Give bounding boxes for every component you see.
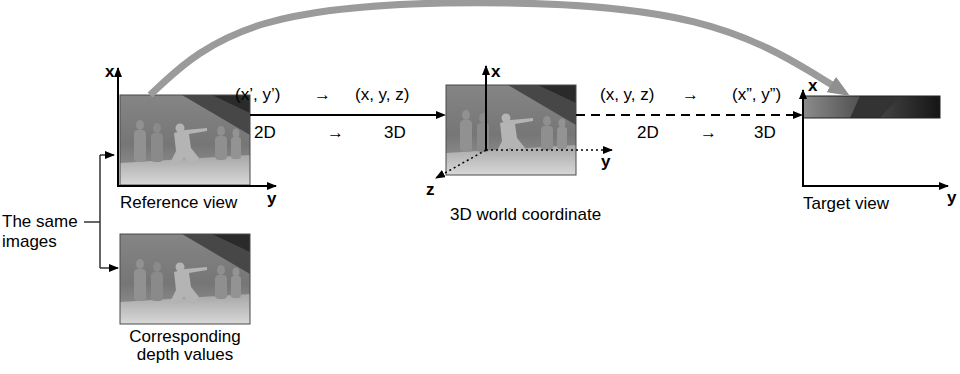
label-box: The same images xyxy=(2,212,82,252)
z-axis xyxy=(436,150,486,178)
label-box: z xyxy=(426,180,435,200)
bracket-arrow xyxy=(100,154,114,156)
label-box: 2D xyxy=(637,123,659,143)
label-box: 3D xyxy=(754,123,776,143)
axis-label: x xyxy=(808,76,817,96)
axis-label: y xyxy=(601,152,610,172)
label-box: → xyxy=(700,123,717,143)
dimension-label: 2D xyxy=(637,123,659,143)
label-box: y xyxy=(601,152,610,172)
label-box: → xyxy=(314,85,331,105)
world-coordinate-image: 3D world coordinate xyxy=(446,85,576,175)
dimension-label: 2D xyxy=(254,123,276,143)
dimension-label: 3D xyxy=(384,123,406,143)
target-view-shade xyxy=(850,96,900,118)
label-box: 2D xyxy=(254,123,276,143)
reference-view-image: Reference view xyxy=(120,95,250,185)
image-caption: Reference view xyxy=(120,193,237,213)
x-axis xyxy=(802,90,804,187)
coordinate-label: (x, y, z) xyxy=(600,85,654,105)
coordinate-label: (x, y, z) xyxy=(355,85,409,105)
bracket-line xyxy=(84,221,100,223)
coordinate-label: (x”, y”) xyxy=(732,85,781,105)
label-box: y xyxy=(947,188,956,208)
coordinate-label: (x’, y’) xyxy=(235,85,280,105)
axis-label: x xyxy=(105,62,114,82)
bracket-arrow xyxy=(100,267,118,269)
warping-arrow xyxy=(150,3,832,95)
y-axis xyxy=(802,185,948,187)
reference-view-picture xyxy=(120,95,250,185)
arrow-symbol: → xyxy=(314,85,331,105)
depth-map-image: Corresponding depth values xyxy=(120,234,250,324)
bracket-line xyxy=(99,155,101,268)
image-caption: Target view xyxy=(803,194,889,214)
image-frame xyxy=(803,96,940,118)
image-frame xyxy=(446,85,576,175)
label-box: 3D xyxy=(384,123,406,143)
x-axis xyxy=(485,66,487,150)
label-box: x xyxy=(491,62,500,82)
image-caption: 3D world coordinate xyxy=(450,205,601,225)
caption-box: Target view xyxy=(803,194,889,214)
label-box: → xyxy=(682,85,699,105)
axis-label: x xyxy=(491,62,500,82)
image-frame xyxy=(120,95,250,185)
arrow-symbol: → xyxy=(682,85,699,105)
label-box: (x, y, z) xyxy=(600,85,654,105)
image-caption: Corresponding depth values xyxy=(120,328,250,364)
caption-box: Reference view xyxy=(120,193,237,213)
label-box: x xyxy=(808,76,817,96)
target-view-image: Target view xyxy=(803,96,940,118)
arrow-symbol: → xyxy=(327,123,344,143)
image-frame xyxy=(120,234,250,324)
label-box: (x”, y”) xyxy=(732,85,781,105)
reprojection-arrow xyxy=(576,114,794,116)
depth-map-picture xyxy=(120,234,250,324)
arrow-symbol: → xyxy=(700,123,717,143)
x-axis xyxy=(117,68,119,187)
y-axis xyxy=(117,185,276,187)
caption-box: 3D world coordinate xyxy=(450,205,601,225)
axis-label: y xyxy=(947,188,956,208)
axis-label: y xyxy=(267,189,276,209)
note-label: The same images xyxy=(2,212,82,252)
world-coordinate-picture xyxy=(446,85,576,175)
axis-label: z xyxy=(426,180,435,200)
projection-arrow xyxy=(250,114,437,116)
caption-box: Corresponding depth values xyxy=(120,328,250,364)
label-box: → xyxy=(327,123,344,143)
y-axis xyxy=(486,149,612,151)
label-box: x xyxy=(105,62,114,82)
dimension-label: 3D xyxy=(754,123,776,143)
label-box: (x’, y’) xyxy=(235,85,280,105)
label-box: y xyxy=(267,189,276,209)
label-box: (x, y, z) xyxy=(355,85,409,105)
target-view-picture xyxy=(803,96,940,118)
